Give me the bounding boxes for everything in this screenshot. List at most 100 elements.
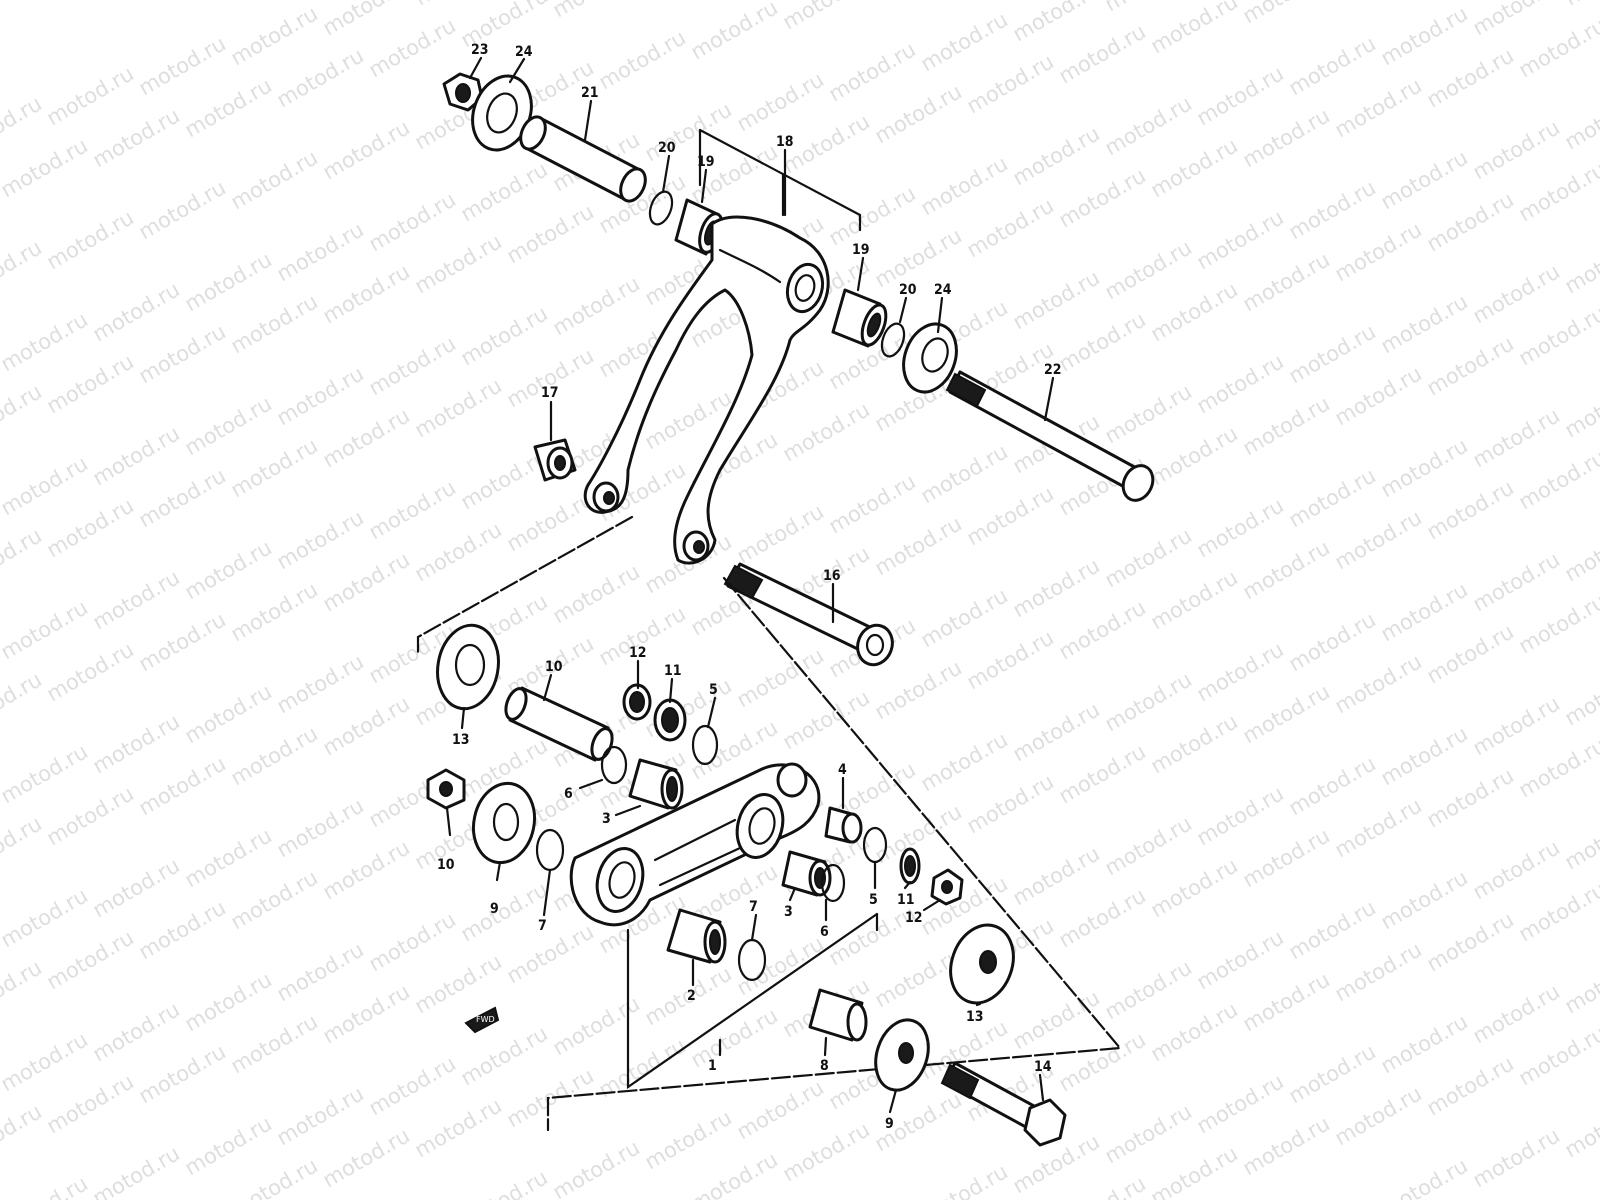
watermark-text: motod.ru [365,1051,460,1120]
part-4-bearing [824,806,863,844]
watermark-text: motod.ru [457,157,552,226]
watermark-text: motod.ru [181,73,276,142]
watermark-text: motod.ru [1377,577,1472,646]
callout-11: 11 [664,663,682,679]
watermark-text: motod.ru [1561,949,1600,1018]
callout-labels: 23 24 21 20 19 18 19 20 24 22 17 16 13 1… [437,42,1062,1132]
front-arrow-icon: FWD [464,1006,500,1034]
watermark-text: motod.ru [1515,157,1600,226]
callout-16: 16 [823,568,841,584]
watermark-text: motod.ru [0,523,46,592]
watermark-text: motod.ru [0,667,46,736]
watermark-text: motod.ru [181,1111,276,1180]
leader-lines [445,56,1055,1114]
callout-3: 3 [602,811,611,827]
watermark-text: motod.ru [1423,475,1518,544]
watermark-text: motod.ru [89,277,184,346]
watermark-text: motod.ru [1009,985,1104,1054]
watermark-text: motod.ru [0,1027,92,1096]
watermark-text: motod.ru [1331,649,1426,718]
watermark-text: motod.ru [1147,853,1242,922]
callout-19: 19 [852,242,870,258]
watermark-text: motod.ru [1331,793,1426,862]
part-12-nut-top [622,683,652,721]
watermark-text: motod.ru [963,49,1058,118]
callout-19: 19 [697,154,715,170]
watermark-text: motod.ru [1377,1009,1472,1078]
watermark-text: motod.ru [89,421,184,490]
watermark-text: motod.ru [1561,517,1600,586]
watermark-text: motod.ru [1285,895,1380,964]
watermark-text: motod.ru [1377,1153,1472,1200]
part-17-collar [533,438,577,482]
watermark-text: motod.ru [457,1021,552,1090]
watermark-text: motod.ru [0,595,92,664]
watermark-text: motod.ru [1055,883,1150,952]
callout-5: 5 [709,682,718,698]
watermark-text: motod.ru [43,925,138,994]
watermark-text: motod.ru [273,649,368,718]
part-13-washer-right [949,923,1015,1005]
watermark-text: motod.ru [0,739,92,808]
watermark-text: motod.ru [641,1105,736,1174]
watermark-text: motod.ru [181,967,276,1036]
watermark-text: motod.ru [1515,301,1600,370]
watermark-text: motod.ru [411,517,506,586]
watermark-text: motod.ru [503,1063,598,1132]
watermark-text: motod.ru [1193,205,1288,274]
callout-20: 20 [658,140,676,156]
watermark-text: motod.ru [549,0,644,22]
part-16-bolt [723,562,894,667]
watermark-text: motod.ru [89,997,184,1066]
watermark-text: motod.ru [917,151,1012,220]
watermark-text: motod.ru [1285,31,1380,100]
callout-13: 13 [452,732,470,748]
watermark-text: motod.ru [1469,835,1564,904]
watermark-text: motod.ru [0,379,46,448]
part-11-bearing-right [899,847,921,885]
callout-14: 14 [1034,1059,1052,1075]
watermark-text: motod.ru [319,0,414,40]
watermark-text: motod.ru [1377,865,1472,934]
watermark-text: motod.ru [1331,73,1426,142]
watermark-text: motod.ru [1147,997,1242,1066]
watermark-text: motod.ru [1469,1123,1564,1192]
watermark-text: motod.ru [319,979,414,1048]
watermark-text: motod.ru [89,1141,184,1200]
watermark-text: motod.ru [181,823,276,892]
watermark-text: motod.ru [1423,619,1518,688]
watermark-text: motod.ru [1331,217,1426,286]
watermark-text: motod.ru [1147,133,1242,202]
callout-22: 22 [1044,362,1062,378]
callout-4: 4 [838,762,847,778]
watermark-text: motod.ru [825,37,920,106]
watermark-text: motod.ru [1239,0,1334,28]
watermark-text: motod.ru [1101,523,1196,592]
watermark-text: motod.ru [1423,907,1518,976]
watermark-text: motod.ru [1055,19,1150,88]
watermark-text: motod.ru [1285,751,1380,820]
watermark-text: motod.ru [1377,721,1472,790]
watermark-text: motod.ru [549,271,644,340]
part-3-bearing-top [628,758,684,810]
watermark-text: motod.ru [273,937,368,1006]
part-10-nut [426,768,466,810]
watermark-text: motod.ru [1561,0,1600,10]
watermark-text: motod.ru [1193,637,1288,706]
watermark-text: motod.ru [1009,121,1104,190]
watermark-text: motod.ru [365,331,460,400]
front-marker-text: FWD [476,1015,495,1024]
part-7-circlip-left [535,828,565,872]
watermark-text: motod.ru [1377,1,1472,70]
watermark-text: motod.ru [1331,937,1426,1006]
watermark-text: motod.ru [43,61,138,130]
part-20-circlip-top [648,190,674,226]
callout-7: 7 [538,918,547,934]
part-12-nut-right [930,868,964,906]
watermark-text: motod.ru [181,679,276,748]
watermark-text: motod.ru [825,181,920,250]
callout-12: 12 [629,645,647,661]
watermark-text: motod.ru [1561,229,1600,298]
watermark-text: motod.ru [227,289,322,358]
